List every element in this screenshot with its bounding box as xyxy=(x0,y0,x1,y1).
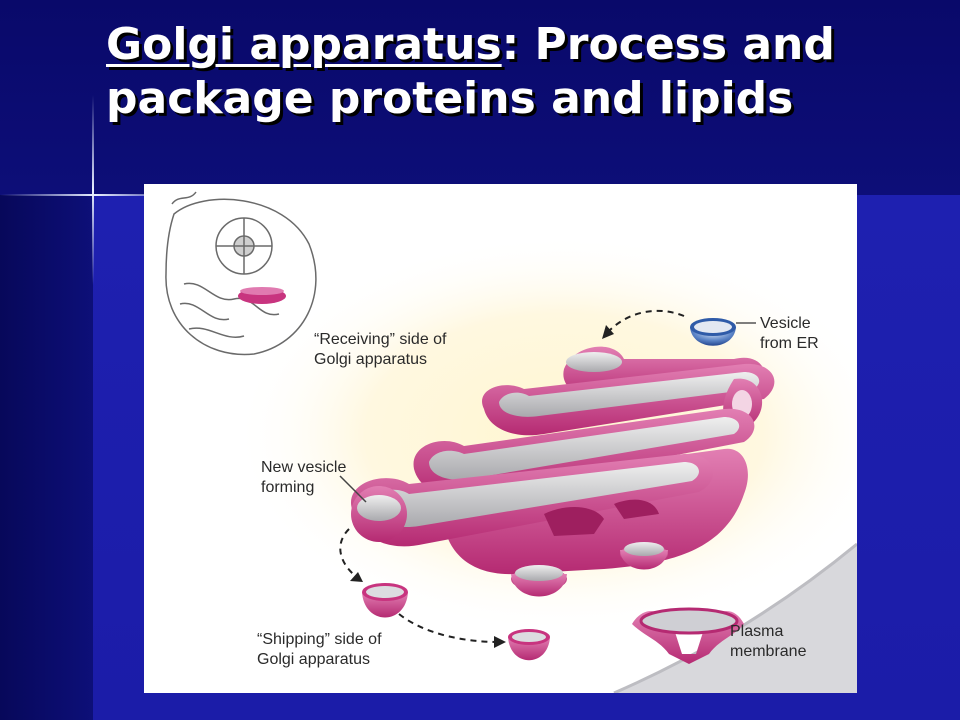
slide-title: Golgi apparatus: Process and package pro… xyxy=(106,18,946,126)
plasma-membrane-shape xyxy=(614,544,857,693)
sparkle-horizontal-line xyxy=(0,194,190,196)
shipping-vesicle-2 xyxy=(508,629,550,661)
label-plasma-membrane: Plasma membrane xyxy=(730,623,807,660)
golgi-figure: “Receiving” side of Golgi apparatus Vesi… xyxy=(144,184,857,693)
label-receiving: “Receiving” side of Golgi apparatus xyxy=(314,331,451,368)
label-vesicle-from-er: Vesicle from ER xyxy=(760,315,819,352)
sparkle-vertical-line xyxy=(92,95,94,285)
golgi-diagram: “Receiving” side of Golgi apparatus Vesi… xyxy=(165,191,857,693)
title-term: Golgi apparatus xyxy=(106,19,502,70)
label-new-vesicle: New vesicle forming xyxy=(261,459,351,496)
arrowheads xyxy=(350,325,614,648)
shipping-vesicle-1 xyxy=(362,583,408,618)
er-vesicle xyxy=(690,318,756,346)
title-rest: : Process and package proteins and lipid… xyxy=(106,19,835,124)
background-top-band xyxy=(0,0,960,195)
label-shipping: “Shipping” side of Golgi apparatus xyxy=(257,631,386,668)
golgi-stack xyxy=(351,346,775,597)
transport-arrows xyxy=(339,309,685,643)
leader-lines xyxy=(339,475,367,503)
cell-overview-icon xyxy=(165,191,317,356)
